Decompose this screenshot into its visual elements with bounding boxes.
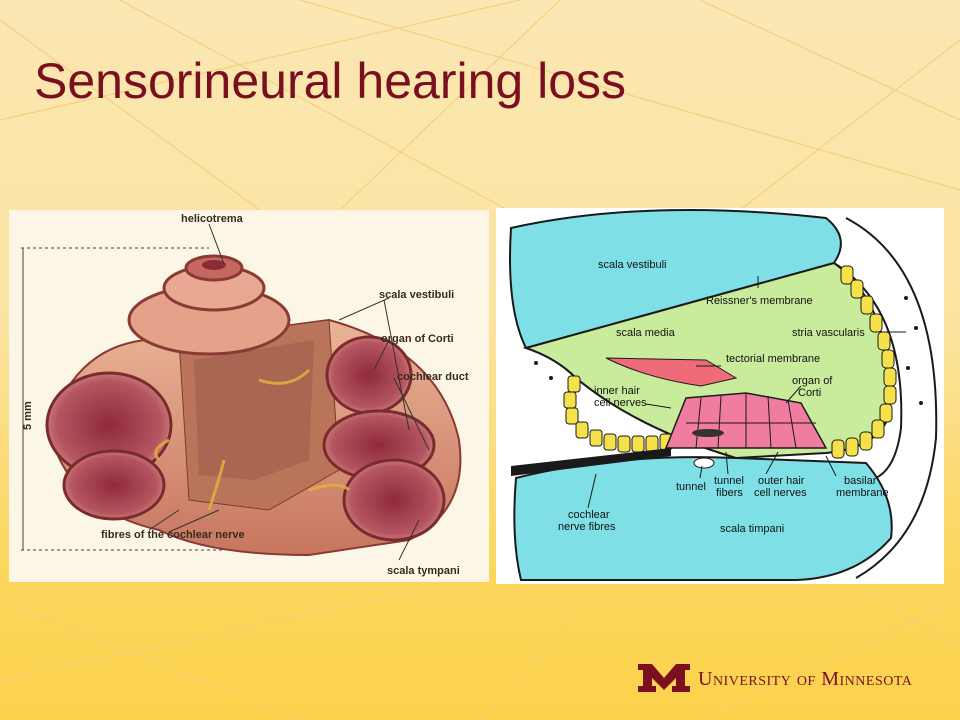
label-scala-timpani: scala timpani bbox=[720, 523, 784, 535]
label-helicotrema: helicotrema bbox=[181, 213, 244, 225]
label-tectorial-membrane: tectorial membrane bbox=[726, 353, 820, 365]
label-outer-hair-1: outer hair bbox=[758, 475, 805, 487]
label-tunnel-fibers-2: fibers bbox=[716, 487, 743, 499]
cochlea-cutaway-illustration: helicotrema scala vestibuli organ of Cor… bbox=[21, 213, 469, 577]
cochlea-cutaway-diagram: helicotrema scala vestibuli organ of Cor… bbox=[9, 210, 489, 582]
label-basilar-1: basilar bbox=[844, 475, 877, 487]
label-tunnel-fibers-1: tunnel bbox=[714, 475, 744, 487]
cochlear-nerve-band bbox=[511, 448, 671, 476]
scala-vestibuli-region bbox=[509, 209, 842, 350]
university-name: University of Minnesota bbox=[698, 668, 913, 690]
label-scala-vestibuli-r: scala vestibuli bbox=[598, 259, 666, 271]
label-reissners-membrane: Reissner's membrane bbox=[706, 295, 813, 307]
label-tunnel: tunnel bbox=[676, 481, 706, 493]
stria-vascularis-cells bbox=[831, 265, 897, 459]
label-cochlear-duct: cochlear duct bbox=[397, 371, 469, 383]
label-fibres-of-cochlear-nerve: fibres of the cochlear nerve bbox=[101, 529, 245, 541]
label-cochlear-nerve-2: nerve fibres bbox=[558, 521, 616, 533]
block-m-logo-icon bbox=[638, 664, 690, 692]
label-scala-vestibuli: scala vestibuli bbox=[379, 289, 454, 301]
organ-of-corti-diagram: scala vestibuli Reissner's membrane scal… bbox=[496, 208, 944, 584]
inner-sulcus-cells bbox=[563, 375, 673, 453]
label-organ-2: Corti bbox=[798, 387, 821, 399]
label-scala-tympani: scala tympani bbox=[387, 565, 460, 577]
label-organ-of-corti: organ of Corti bbox=[381, 333, 454, 345]
label-scala-media: scala media bbox=[616, 327, 676, 339]
label-scale-5mm: 5 mm bbox=[22, 401, 34, 430]
university-logo: University of Minnesota bbox=[636, 660, 946, 696]
label-organ-1: organ of bbox=[792, 375, 833, 387]
label-inner-hair-1: inner hair bbox=[594, 385, 640, 397]
label-inner-hair-2: cell nerves bbox=[594, 397, 647, 409]
label-outer-hair-2: cell nerves bbox=[754, 487, 807, 499]
organ-of-corti-illustration: scala vestibuli Reissner's membrane scal… bbox=[509, 209, 938, 581]
label-stria-vascularis: stria vascularis bbox=[792, 327, 865, 339]
label-cochlear-nerve-1: cochlear bbox=[568, 509, 610, 521]
tectorial-membrane bbox=[605, 357, 738, 387]
label-basilar-2: membrane bbox=[836, 487, 889, 499]
slide-title: Sensorineural hearing loss bbox=[34, 53, 627, 109]
scale-bracket bbox=[21, 247, 239, 551]
